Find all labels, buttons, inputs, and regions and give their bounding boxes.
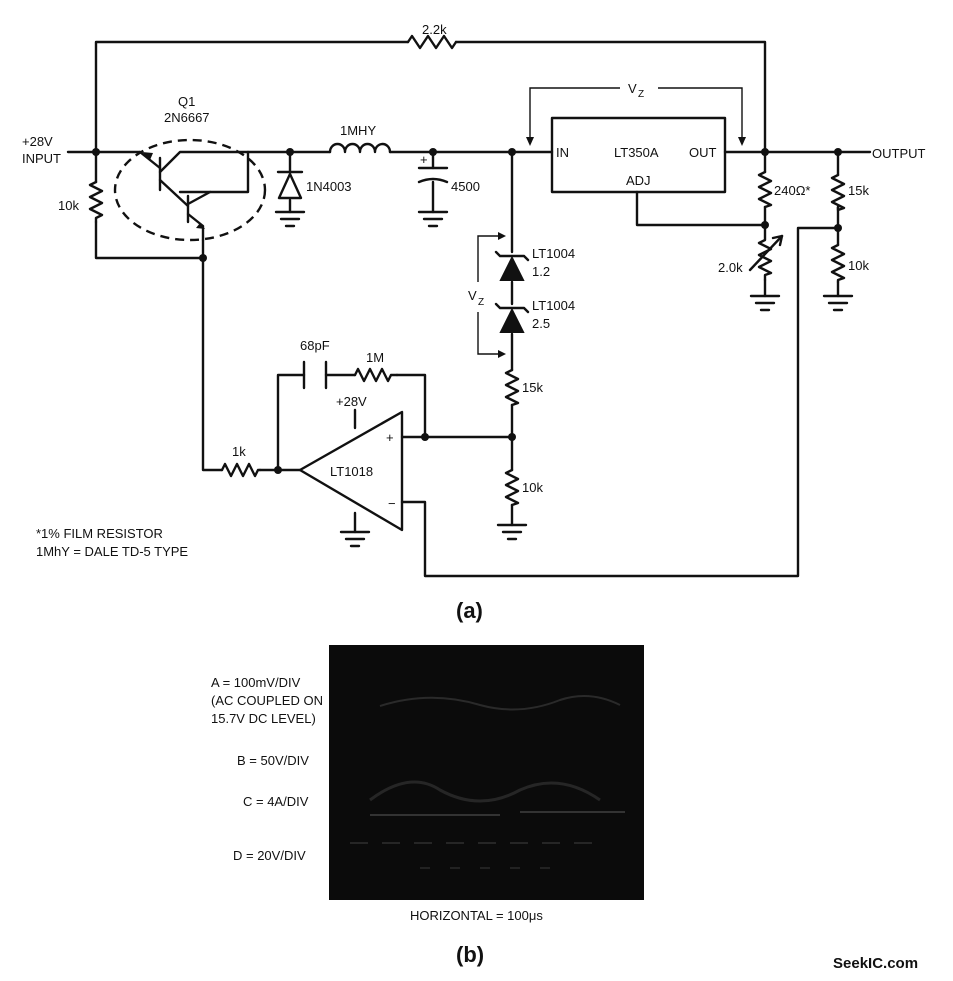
label-diode: 1N4003 [306,179,352,194]
label-r-div-bot: 10k [848,258,869,273]
diode-1n4003 [276,170,304,200]
resistor-10k-out [830,243,846,284]
label-r-div-top: 15k [848,183,869,198]
labels: 2.2k Q1 2N6667 +28V INPUT 10k 1N4003 1MH… [22,22,926,972]
label-r-top: 2.2k [422,22,447,37]
label-input-voltage: +28V [22,134,53,149]
label-reg-adj: ADJ [626,173,651,188]
label-r-mid-bot: 10k [522,480,543,495]
resistor-10k-mid [504,468,520,507]
scope-label-a3: 15.7V DC LEVEL) [211,711,316,726]
label-vz-left-sub: Z [478,297,484,308]
label-vz-left: V [468,288,477,303]
label-zener2-val: 2.5 [532,316,550,331]
zener-lt1004-1.2 [494,250,530,281]
label-opamp-plus: + [386,430,394,445]
scope-horizontal: HORIZONTAL = 100μs [410,908,543,923]
label-r-240: 240Ω* [774,183,810,198]
ground-symbols [274,210,854,548]
label-zener2-part: LT1004 [532,298,575,313]
label-reg-in: IN [556,145,569,160]
label-r-fb: 1M [366,350,384,365]
label-inductor: 1MHY [340,123,376,138]
note-line1: *1% FILM RESISTOR [36,526,163,541]
oscilloscope-screen [329,645,644,900]
label-regulator: LT350A [614,145,659,160]
resistor-240 [757,170,773,209]
zener-lt1004-2.5 [494,302,530,333]
label-input: INPUT [22,151,61,166]
capacitor-4500 [417,166,449,184]
regulator-lt350a [550,116,727,194]
resistor-15k-mid [504,368,520,407]
resistor-1M [353,367,399,383]
label-r-in: 10k [58,198,79,213]
resistor-10k-input [88,180,104,224]
label-q1-ref: Q1 [178,94,195,109]
scope-label-c: C = 4A/DIV [243,794,309,809]
darlington-q1 [113,138,267,242]
caption-a: (a) [456,598,483,623]
label-zener1-part: LT1004 [532,246,575,261]
vz-left-marker [477,232,506,358]
scope-label-b: B = 50V/DIV [237,753,309,768]
label-pot: 2.0k [718,260,743,275]
inductor-1mhy [328,142,392,154]
label-cap-fb: 68pF [300,338,330,353]
scope-label-d: D = 20V/DIV [233,848,306,863]
label-r-mid-top: 15k [522,380,543,395]
resistor-1k [220,462,262,478]
note-line2: 1MhY = DALE TD-5 TYPE [36,544,188,559]
label-vz-top-sub: Z [638,89,644,100]
label-zener1-val: 1.2 [532,264,550,279]
label-q1-part: 2N6667 [164,110,210,125]
label-opamp: LT1018 [330,464,373,479]
resistor-15k-out [830,173,846,212]
resistor-2.2k [406,34,458,50]
potentiometer-2.0k [748,223,784,282]
junction-dots [92,148,842,474]
label-opamp-minus: − [388,496,396,511]
label-r-1k: 1k [232,444,246,459]
caption-b: (b) [456,942,484,967]
label-reg-out: OUT [689,145,717,160]
label-output: OUTPUT [872,146,926,161]
opamp-lt1018 [298,410,404,532]
scope-label-a: A = 100mV/DIV [211,675,301,690]
label-vz-top: V [628,81,637,96]
label-opamp-supply: +28V [336,394,367,409]
vz-top-marker [526,87,746,146]
capacitor-68pf [302,360,328,390]
label-cap-main: 4500 [451,179,480,194]
scope-label-a2: (AC COUPLED ON [211,693,323,708]
watermark: SeekIC.com [833,955,918,972]
label-cap-plus: + [420,152,428,167]
